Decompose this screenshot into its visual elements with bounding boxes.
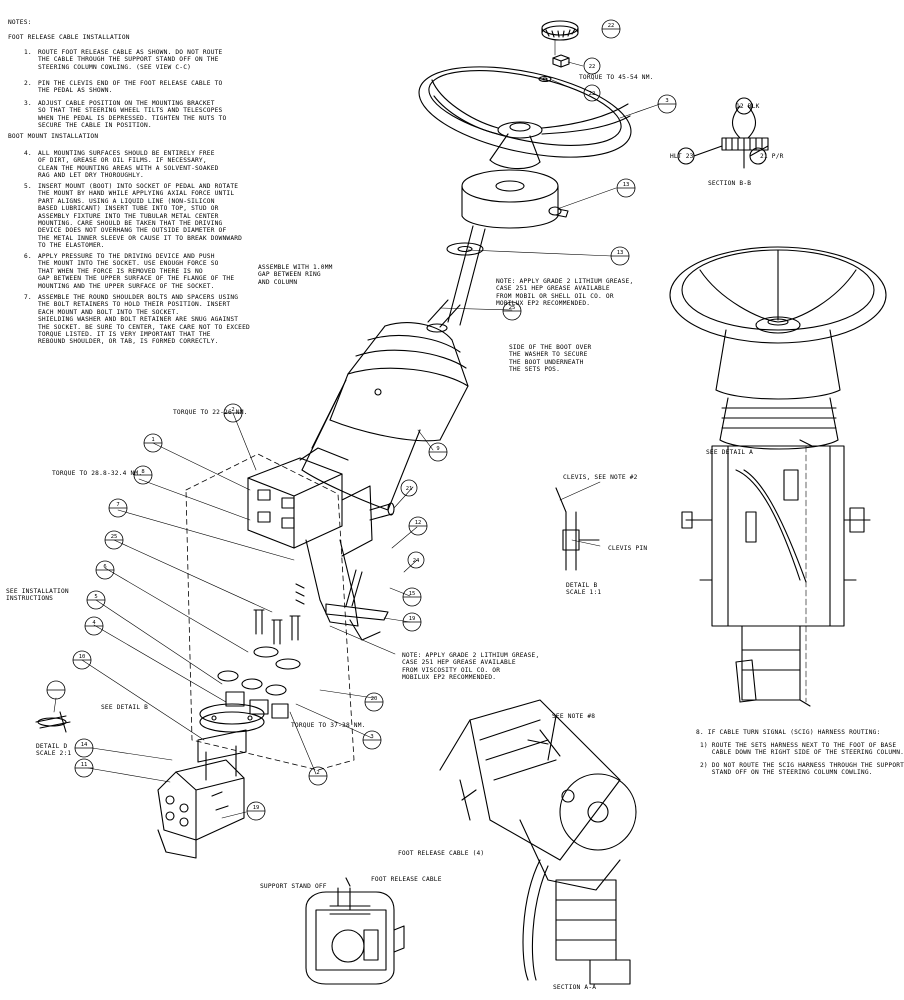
section-bb-label: SECTION B-B	[708, 180, 752, 187]
grease-note-bottom: NOTE: APPLY GRADE 2 LITHIUM GREASE, CASE…	[402, 652, 540, 682]
see-installation-note: SEE INSTALLATION INSTRUCTIONS	[6, 588, 69, 603]
foot-release-cable-label: FOOT RELEASE CABLE (4)	[398, 850, 485, 857]
balloon-number: 24	[413, 558, 420, 564]
note-2-text: PIN THE CLEVIS END OF THE FOOT RELEASE C…	[38, 80, 223, 95]
note-7-text: ASSEMBLE THE ROUND SHOULDER BOLTS AND SP…	[38, 294, 250, 346]
assemble-gap-note: ASSEMBLE WITH 1.0mm GAP BETWEEN RING AND…	[258, 264, 333, 286]
balloon-number: 20	[371, 696, 378, 702]
leader-lines	[53, 39, 661, 819]
support-standoff-view	[305, 877, 405, 985]
torque-37-label: TORQUE TO 37-38 Nm.	[291, 722, 366, 729]
turn-signal-heading: 8. IF CABLE TURN SIGNAL (SCIG) HARNESS R…	[696, 729, 881, 736]
turn-signal-note-1: 1) ROUTE THE SETS HARNESS NEXT TO THE FO…	[700, 742, 904, 757]
balloon-number: 19	[409, 616, 416, 622]
balloon-number: 25	[509, 305, 516, 311]
balloon-number: 2	[316, 770, 319, 776]
boot-mount-heading: BOOT MOUNT INSTALLATION	[8, 133, 99, 140]
foot-release-heading: FOOT RELEASE CABLE INSTALLATION	[8, 34, 130, 41]
balloon-number: 2	[231, 407, 234, 413]
note-1-text: ROUTE FOOT RELEASE CABLE AS SHOWN. DO NO…	[38, 49, 223, 71]
balloon-number: 3	[370, 734, 373, 740]
balloon-number: 15	[409, 591, 416, 597]
note-number: 5.	[24, 183, 32, 190]
pedal	[325, 569, 389, 641]
section-b-right-label: 21 P/R	[760, 153, 784, 160]
balloon-number: 11	[81, 762, 88, 768]
balloon-number: 4	[92, 620, 96, 626]
foot-release-cable-label-2: FOOT RELEASE CABLE	[371, 876, 442, 883]
steering-wheel	[418, 66, 632, 170]
boot-fit-note: SIDE OF THE BOOT OVER THE WASHER TO SECU…	[509, 344, 592, 374]
detail-d-label: DETAIL D SCALE 2:1	[36, 743, 72, 758]
note-6-text: APPLY PRESSURE TO THE DRIVING DEVICE AND…	[38, 253, 235, 290]
shaft	[426, 225, 486, 333]
section-aa-label: SECTION A-A	[553, 984, 597, 991]
note-number: 7.	[24, 294, 32, 301]
section-b-left-label: HLT 23	[670, 153, 694, 160]
balloon-number: 5	[94, 594, 97, 600]
grease-note-top: NOTE: APPLY GRADE 2 LITHIUM GREASE, CASE…	[496, 278, 634, 308]
balloon-number: 8	[141, 469, 144, 475]
balloon-number: 10	[79, 654, 86, 660]
balloon-number: 25	[111, 534, 118, 540]
balloon-number: 22	[608, 23, 615, 29]
note-number: 2.	[24, 80, 32, 87]
balloon-number: 13	[623, 182, 630, 188]
see-detail-b-label: SEE DETAIL B	[101, 704, 149, 711]
column-boot	[329, 322, 469, 442]
balloon-number: 22	[589, 91, 596, 97]
mount-bracket	[247, 447, 395, 627]
balloon-number: 1	[151, 437, 154, 443]
note-4-text: ALL MOUNTING SURFACES SHOULD BE ENTIRELY…	[38, 150, 219, 180]
part-balloons	[46, 19, 677, 821]
torque-45-label: TORQUE TO 45-54 Nm.	[579, 74, 654, 81]
support-stand-off-label: SUPPORT STAND OFF	[260, 883, 327, 890]
nut	[552, 54, 570, 68]
section-b-top-label: 12 BLK	[736, 103, 760, 110]
balloon-number: 12	[415, 520, 422, 526]
balloon-numbers: 22 22 22 3 13 13 25 9 2 8 1 7 21 12 24 1…	[79, 23, 669, 811]
torque-22-label: TORQUE TO 22-26 Nm.	[173, 409, 248, 416]
balloon-number: 3	[665, 98, 668, 104]
clevis-note-label: CLEVIS, SEE NOTE #2	[563, 474, 638, 481]
detail-b-label: DETAIL B SCALE 1:1	[566, 582, 602, 597]
balloon-number: 7	[116, 502, 119, 508]
balloon-number: 6	[103, 564, 106, 570]
note-number: 3.	[24, 100, 32, 107]
note-number: 1.	[24, 49, 32, 56]
rubber-mounts	[217, 646, 301, 719]
section-aa-view	[439, 699, 637, 985]
detail-d-part	[35, 711, 71, 733]
steering-valve	[157, 703, 265, 859]
see-detail-a-label: SEE DETAIL A	[706, 449, 754, 456]
balloon-number: 13	[617, 250, 624, 256]
turn-signal-note-2: 2) DO NOT ROUTE THE SCIG HARNESS THROUGH…	[700, 762, 904, 777]
balloon-number: 19	[253, 805, 260, 811]
hub	[461, 169, 569, 229]
detail-b-clevis	[555, 487, 600, 571]
clevis-pin-label: CLEVIS PIN	[608, 545, 648, 552]
torque-28-label: TORQUE TO 28.8-32.4 Nm.	[52, 470, 143, 477]
see-note-8-label: SEE NOTE #8	[552, 713, 596, 720]
balloon-number: 14	[81, 742, 88, 748]
balloon-number: 22	[589, 64, 596, 70]
dash-panel-outline	[185, 453, 355, 771]
assembled-column-view	[669, 246, 887, 707]
notes-heading: NOTES:	[8, 19, 32, 26]
section-bb-view	[677, 97, 769, 169]
note-3-text: ADJUST CABLE POSITION ON THE MOUNTING BR…	[38, 100, 227, 130]
note-5-text: INSERT MOUNT (BOOT) INTO SOCKET OF PEDAL…	[38, 183, 243, 250]
note-number: 4.	[24, 150, 32, 157]
balloon-number: 9	[436, 446, 439, 452]
horn-cap	[541, 20, 579, 41]
mounting-bolts	[253, 583, 305, 645]
note-number: 6.	[24, 253, 32, 260]
balloon-number: 21	[406, 486, 413, 492]
